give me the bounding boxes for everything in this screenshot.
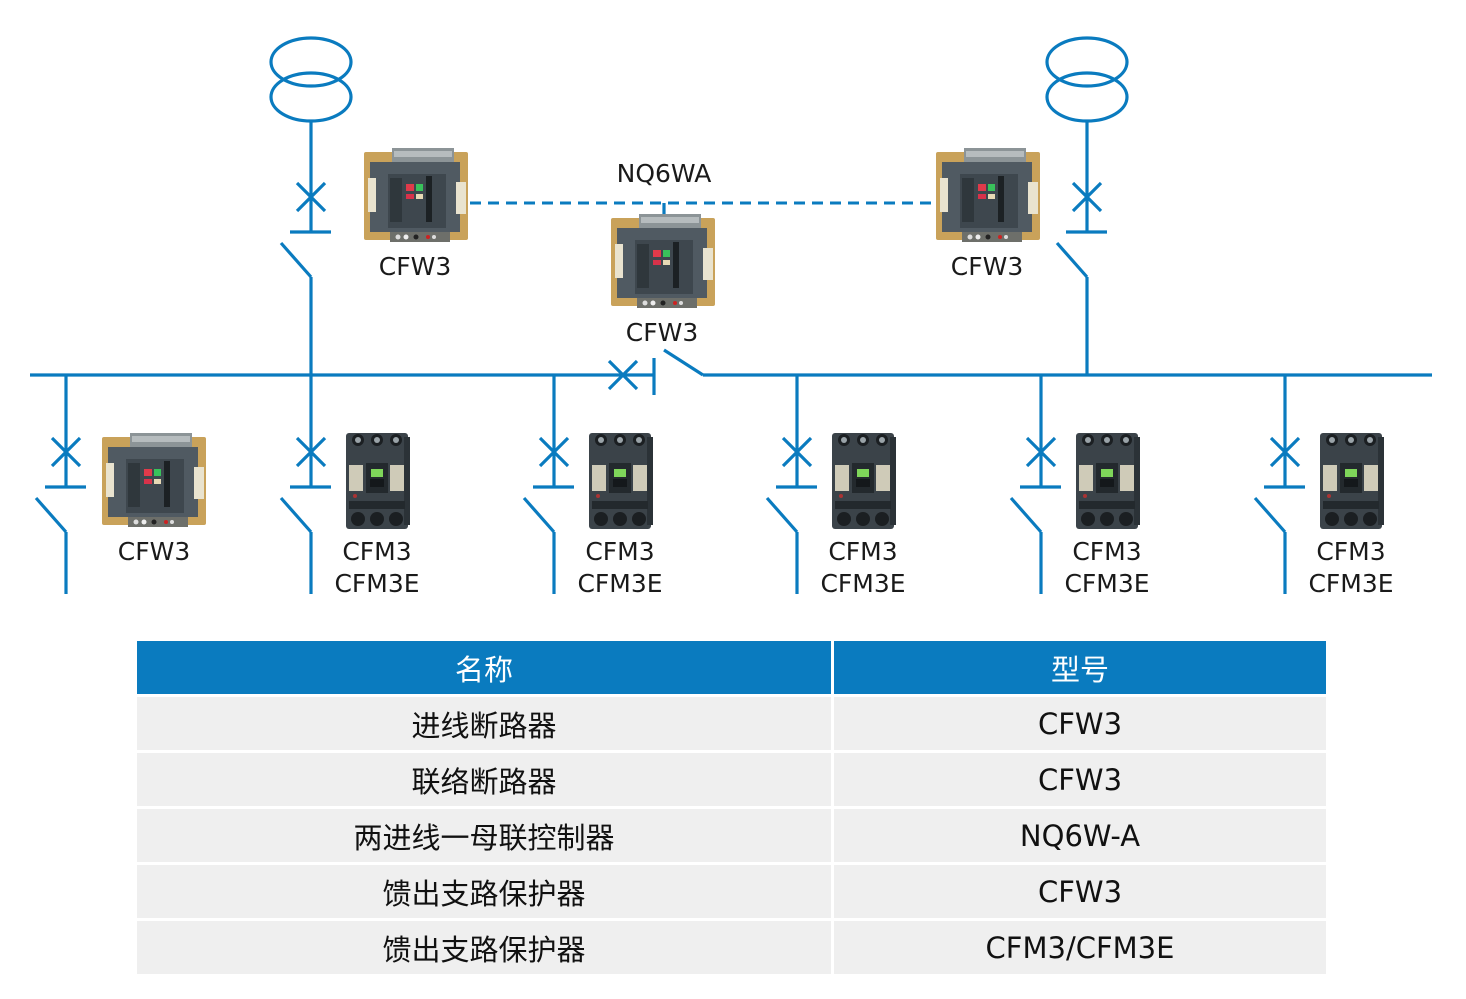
table-row: 馈出支路保护器 CFM3/CFM3E: [137, 918, 1326, 974]
feeder-label-line1: CFM3: [585, 537, 654, 566]
incoming-line-1: [269, 36, 353, 375]
feeder-label-line1: CFM3: [1316, 537, 1385, 566]
transformer-icon: [1045, 71, 1129, 123]
bus-coupler-breaker-symbol: [607, 348, 704, 395]
feeder-label-line1: CFM3: [828, 537, 897, 566]
incoming-line-2: [1045, 36, 1129, 375]
transformer-icon: [269, 36, 353, 88]
feeder-mccb-image: [346, 433, 410, 529]
coupler-breaker-label: CFW3: [626, 318, 698, 347]
feeder-label-line2: CFM3E: [577, 569, 662, 598]
incoming-breaker-1-image: [364, 148, 468, 242]
feeder-label-line1: CFM3: [1072, 537, 1141, 566]
cell-model: CFM3/CFM3E: [834, 918, 1326, 974]
cell-name: 两进线一母联控制器: [137, 806, 834, 862]
feeder-branch: CFW3: [34, 375, 206, 594]
cell-name: 馈出支路保护器: [137, 918, 834, 974]
feeder-label-line1: CFW3: [118, 537, 190, 566]
table-row: 馈出支路保护器 CFW3: [137, 862, 1326, 918]
table-row: 联络断路器 CFW3: [137, 750, 1326, 806]
incoming-breaker-2-image: [936, 148, 1040, 242]
feeder-label-line2: CFM3E: [820, 569, 905, 598]
table-row: 两进线一母联控制器 NQ6W-A: [137, 806, 1326, 862]
spec-table: 名称 型号 进线断路器 CFW3 联络断路器 CFW3 两进线一母联控制器 NQ…: [137, 641, 1326, 974]
cell-name: 联络断路器: [137, 750, 834, 806]
feeder-acb-image: [102, 433, 206, 527]
coupler-breaker-image: [611, 214, 715, 308]
cell-name: 馈出支路保护器: [137, 862, 834, 918]
transformer-icon: [1045, 36, 1129, 88]
cell-model: NQ6W-A: [834, 806, 1326, 862]
cell-model: CFW3: [834, 750, 1326, 806]
incoming-breaker-2-label: CFW3: [951, 252, 1023, 281]
table-header-row: 名称 型号: [137, 641, 1326, 694]
header-name: 名称: [137, 641, 834, 694]
feeder-mccb-image: [1320, 433, 1384, 529]
feeder-label-line2: CFM3E: [1308, 569, 1393, 598]
cell-name: 进线断路器: [137, 694, 834, 750]
feeder-mccb-image: [832, 433, 896, 529]
feeder-label-line2: CFM3E: [1064, 569, 1149, 598]
controller-label: NQ6WA: [617, 159, 712, 188]
cell-model: CFW3: [834, 862, 1326, 918]
feeder-mccb-image: [1076, 433, 1140, 529]
incoming-breaker-1-label: CFW3: [379, 252, 451, 281]
feeder-label-line1: CFM3: [342, 537, 411, 566]
transformer-icon: [269, 71, 353, 123]
header-model: 型号: [834, 641, 1326, 694]
table-row: 进线断路器 CFW3: [137, 694, 1326, 750]
feeder-mccb-image: [589, 433, 653, 529]
feeder-label-line2: CFM3E: [334, 569, 419, 598]
cell-model: CFW3: [834, 694, 1326, 750]
